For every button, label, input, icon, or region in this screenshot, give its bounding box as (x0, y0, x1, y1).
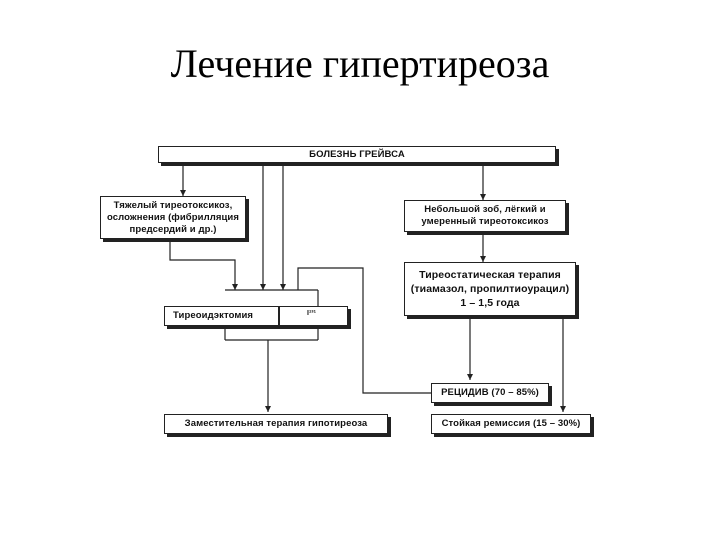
thyrostatic-line-3: 1 – 1,5 года (460, 297, 520, 309)
small-goiter-box: Небольшой зоб, лёгкий и умеренный тиреот… (404, 200, 566, 232)
thyrostatic-therapy-box: Тиреостатическая терапия (тиамазол, проп… (404, 262, 576, 316)
stable-remission-label: Стойкая ремиссия (15 – 30%) (441, 418, 581, 429)
replacement-therapy-box: Заместительная терапия гипотиреоза (164, 414, 388, 434)
severe-line-2: осложнения (фибрилляция (106, 211, 240, 223)
thyrostatic-line-1: Тиреостатическая терапия (419, 269, 561, 281)
small-goiter-line-2: умеренный тиреотоксикоз (421, 216, 549, 227)
arrow-severe-to-thyroidectomy (169, 239, 238, 290)
relapse-box: РЕЦИДИВ (70 – 85%) (431, 383, 549, 403)
replacement-therapy-label: Заместительная терапия гипотиреоза (184, 418, 368, 429)
graves-disease-label: БОЛЕЗНЬ ГРЕЙВСА (309, 148, 405, 160)
thyroidectomy-label: Тиреоидэктомия (173, 310, 254, 321)
small-goiter-line-1: Небольшой зоб, лёгкий и (424, 204, 546, 215)
severe-line-1: Тяжелый тиреотоксикоз, (113, 199, 233, 211)
relapse-label: РЕЦИДИВ (70 – 85%) (441, 387, 539, 398)
stable-remission-box: Стойкая ремиссия (15 – 30%) (431, 414, 591, 434)
thyroidectomy-box: Тиреоидэктомия (164, 306, 348, 326)
slide-title: Лечение гипертиреоза (170, 41, 550, 86)
relapse-loop-line (297, 267, 431, 394)
thyroidectomy-divider (278, 306, 280, 326)
thyrostatic-line-2: (тиамазол, пропилтиоурацил) (410, 283, 570, 295)
severe-thyrotoxicosis-box: Тяжелый тиреотоксикоз, осложнения (фибри… (100, 196, 246, 239)
severe-line-3: предсердий и др.) (129, 223, 217, 235)
graves-disease-box: БОЛЕЗНЬ ГРЕЙВСА (158, 146, 556, 163)
i131-label: I¹³¹ (307, 310, 316, 317)
